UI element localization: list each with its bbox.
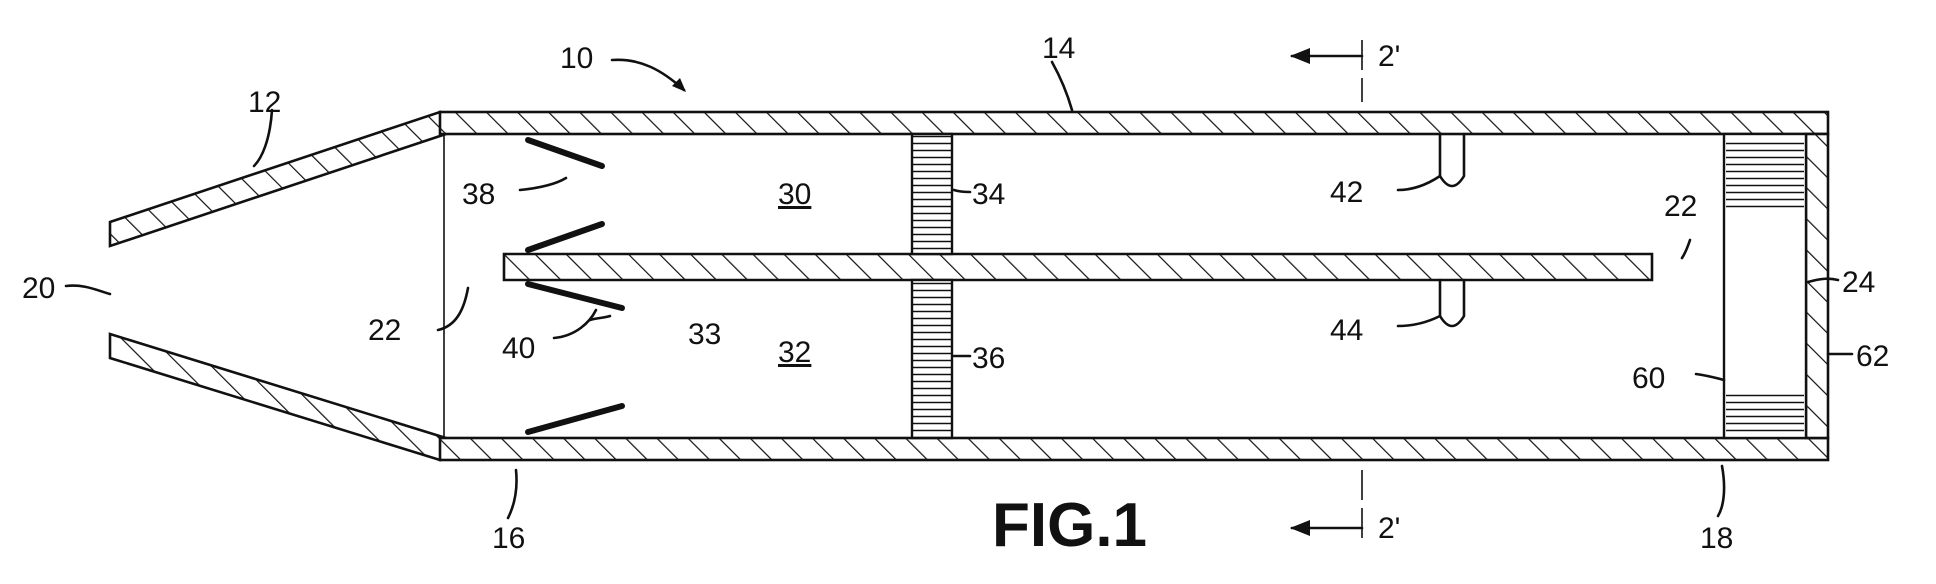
section-label-top: 2': [1378, 40, 1400, 73]
label-12: 12: [248, 86, 281, 119]
divider-plate-33: [504, 254, 1652, 280]
label-44: 44: [1330, 314, 1363, 347]
tube-bottom-wall: [440, 438, 1828, 460]
vanes-38: [528, 140, 602, 250]
label-20: 20: [22, 272, 55, 305]
label-18: 18: [1700, 522, 1733, 555]
label-62: 62: [1856, 340, 1889, 373]
figure-title: FIG.1: [992, 491, 1147, 560]
probe-44: [1440, 280, 1464, 326]
label-16: 16: [492, 522, 525, 555]
tapered-inlet-walls: [110, 112, 446, 460]
label-22-left: 22: [368, 314, 401, 347]
label-60: 60: [1632, 362, 1665, 395]
section-label-bottom: 2': [1378, 512, 1400, 545]
label-34: 34: [972, 178, 1005, 211]
label-10: 10: [560, 42, 593, 75]
label-32: 32: [778, 336, 811, 369]
filter-bottom-lines: [1726, 394, 1804, 436]
label-22-right: 22: [1664, 190, 1697, 223]
baffle-36: [912, 280, 952, 438]
vanes-40: [528, 284, 622, 432]
probe-42: [1440, 134, 1464, 186]
end-cap-62: [1806, 134, 1828, 438]
filter-top-lines: [1726, 138, 1804, 208]
tube-top-wall: [440, 112, 1828, 134]
inlet-lower-wall: [110, 334, 446, 460]
label-14: 14: [1042, 32, 1075, 65]
label-38: 38: [462, 178, 495, 211]
arrow-bottom-icon: [1290, 520, 1310, 536]
label-30: 30: [778, 178, 811, 211]
label-40: 40: [502, 332, 535, 365]
baffle-34: [912, 134, 952, 254]
label-36: 36: [972, 342, 1005, 375]
arrow-top-icon: [1290, 48, 1310, 64]
label-42: 42: [1330, 176, 1363, 209]
label-24: 24: [1842, 266, 1875, 299]
inlet-upper-wall: [110, 112, 446, 246]
label-33: 33: [688, 318, 721, 351]
